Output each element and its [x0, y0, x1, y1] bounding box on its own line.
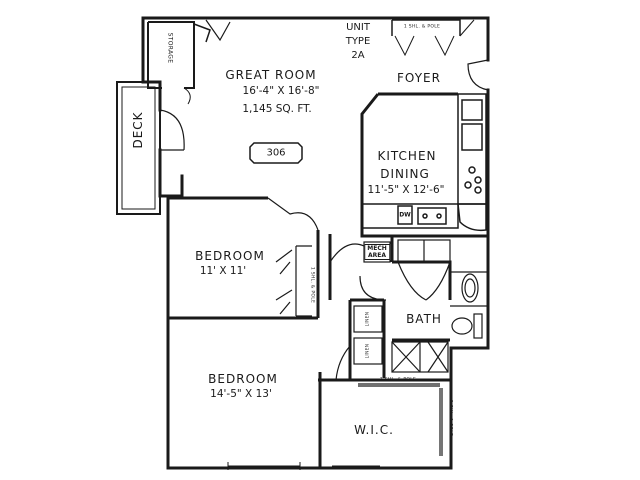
bedroom1-door [267, 197, 319, 231]
shelf-pole-foyer: 1 SHL. & POLE [403, 24, 441, 30]
bedroom2-name: BEDROOM [208, 372, 278, 386]
wic-shelf-top [358, 383, 440, 387]
unit-line1: UNIT [346, 22, 370, 33]
great-room-name: GREAT ROOM [225, 68, 317, 82]
wic-shelf-right [439, 388, 443, 456]
bedroom2-dims: 14'-5" X 13' [210, 388, 272, 400]
bedroom1-closet [295, 245, 312, 317]
foyer-name: FOYER [397, 71, 441, 85]
shelf-pole-wic-side: 1 SHL. & POLE [447, 399, 453, 437]
unit-type-label: UNIT TYPE 2A [346, 21, 371, 63]
bedroom1-name: BEDROOM [195, 249, 265, 263]
unit-line2: TYPE [345, 36, 371, 47]
dishwasher-label: DW [399, 211, 411, 219]
unit-number: 306 [266, 147, 286, 159]
unit-number-badge [249, 142, 303, 164]
great-room-dims: 16'-4" X 16'-8" [242, 85, 320, 97]
wic-name: W.I.C. [354, 423, 394, 437]
shelf-pole-bedroom1: 1 SHL. & POLE [309, 266, 315, 304]
deck-name: DECK [131, 111, 145, 149]
storage-name: STORAGE [166, 32, 174, 64]
shelf-pole-wic-top: 1 SHL. & POLE [379, 377, 417, 383]
kitchen-counter-bottom [361, 203, 459, 229]
unit-line3: 2A [351, 50, 365, 61]
linen-closet-2 [353, 337, 383, 365]
bath-name: BATH [406, 312, 442, 326]
toilet-tank [473, 313, 483, 339]
toilet-bowl [451, 317, 473, 335]
linen-label-2: LINEN [365, 343, 371, 359]
storage-closet [147, 21, 195, 89]
mech-label-2: AREA [367, 252, 386, 259]
mech-area [363, 241, 391, 263]
total-area: 1,145 SQ. FT. [242, 103, 312, 115]
bedroom1-dims: 11' X 11' [199, 265, 247, 277]
dining-name: DINING [380, 167, 430, 181]
deck-door-swing [159, 109, 185, 151]
linen-label-1: LINEN [365, 311, 371, 327]
mech-label-1: MECH [367, 245, 387, 252]
kitchen-dims: 11'-5" X 12'-6" [367, 184, 445, 196]
mech-door [329, 243, 365, 263]
mech-area-label: MECH AREA [364, 244, 390, 260]
kitchen-name: KITCHEN [377, 149, 437, 163]
linen-closet-1 [353, 305, 383, 333]
foyer-closet [391, 19, 461, 36]
entry-door [467, 59, 489, 91]
bifold-door-top [205, 19, 231, 42]
deck [116, 81, 161, 215]
bath-sink [461, 273, 479, 303]
